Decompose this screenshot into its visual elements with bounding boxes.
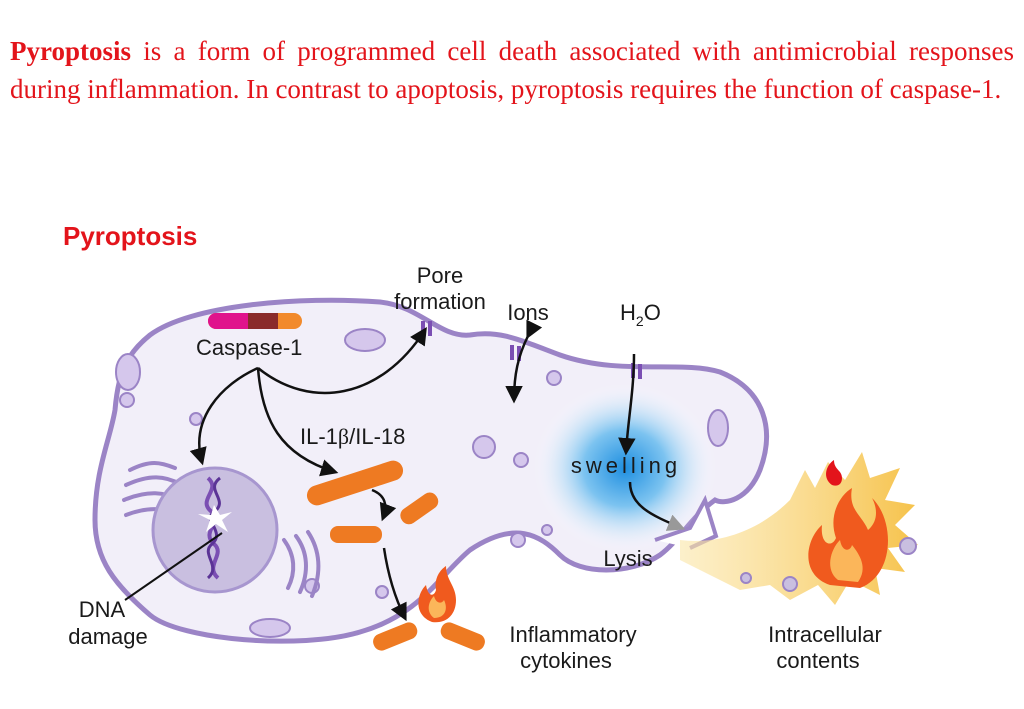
arrow-ions-bidirectional [505, 319, 543, 404]
endoplasmic-reticulum [282, 530, 321, 598]
contents-vesicle [899, 537, 917, 555]
vesicle [119, 392, 135, 408]
vesicle [472, 435, 496, 459]
contents-flame-core-icon [830, 540, 863, 582]
vesicle [189, 412, 203, 426]
dna-break-icon [198, 505, 232, 532]
contents-small-flame-icon [826, 460, 842, 486]
arrow-caspase-to-nucleus [189, 366, 259, 466]
intracellular-contents-label-line2: contents [776, 648, 859, 673]
arrow-cytokine-cleavage [371, 488, 397, 522]
pore-formation-label-line1: Pore [417, 263, 463, 288]
lysis-label: Lysis [603, 546, 652, 571]
arrow-to-inflammatory-cytokines [382, 547, 407, 622]
il-label-beta: β [338, 424, 349, 449]
mitochondrion [249, 618, 291, 638]
il1b-pro-cytokine [306, 460, 404, 506]
cleaved-cytokine [330, 492, 439, 543]
caspase-1-bar [208, 313, 302, 329]
intro-text: is a form of programmed cell death assoc… [10, 36, 1014, 104]
water-label-o: O [644, 300, 661, 325]
contents-vesicle [782, 576, 798, 592]
intro-paragraph: Pyroptosis is a form of programmed cell … [10, 32, 1014, 108]
mitochondrion [707, 409, 729, 447]
arrow-lysis-outflow [628, 481, 686, 531]
il-label-part-a: IL-1 [300, 424, 338, 449]
water-label-subscript: 2 [636, 313, 644, 329]
il-label-part-b: /IL-18 [349, 424, 405, 449]
vesicle [375, 585, 389, 599]
arrow-water-inflow [618, 353, 636, 456]
caspase-1-label: Caspase-1 [196, 335, 302, 360]
arrow-caspase-to-pore [257, 327, 427, 395]
vesicle [546, 370, 562, 386]
dna-damage-pointer [124, 532, 223, 601]
water-label: H2O [620, 300, 661, 329]
mitochondrion [344, 328, 386, 352]
dna-damage-label-line2: damage [68, 624, 148, 649]
vesicle [541, 524, 553, 536]
arrow-caspase-to-cytokine [256, 367, 339, 477]
ions-label: Ions [507, 300, 549, 325]
inflammatory-cytokines-label-line1: Inflammatory [509, 622, 636, 647]
swelling-label: swelling [571, 453, 681, 478]
vesicle [513, 452, 529, 468]
inflammatory-cytokines-label-line2: cytokines [520, 648, 612, 673]
contents-flame-icon [808, 488, 888, 588]
vesicle [510, 532, 526, 548]
inflammation-flame-core-icon [428, 596, 446, 618]
lysis-rupture [654, 494, 719, 550]
dna-damage-label-line1: DNA [79, 597, 126, 622]
intro-term: Pyroptosis [10, 36, 132, 66]
diagram-title: Pyroptosis [63, 221, 197, 251]
pore-formation-label-line2: formation [394, 289, 486, 314]
water-label-h: H [620, 300, 636, 325]
il-label: IL-1β/IL-18 [300, 424, 405, 449]
inflammation-flame-icon [418, 566, 456, 623]
intracellular-contents-label-line1: Intracellular [768, 622, 882, 647]
mitochondrion [115, 353, 141, 391]
released-cytokine [373, 622, 485, 651]
contents-vesicle [740, 572, 752, 584]
swelling-glow [533, 383, 717, 553]
